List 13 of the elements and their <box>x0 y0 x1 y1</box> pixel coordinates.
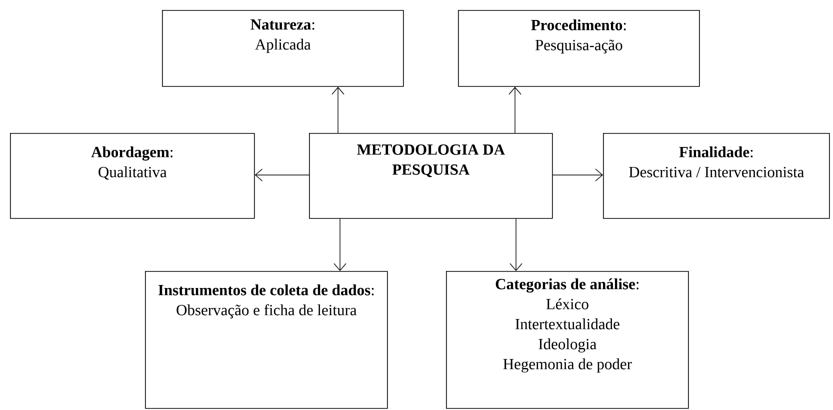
text-box: METODOLOGIA DA PESQUISA <box>309 133 553 219</box>
arrow <box>334 218 346 271</box>
arrow <box>510 218 522 271</box>
text-box: Instrumentos de coleta de dados: Observação e ficha de leitura <box>145 271 388 409</box>
text-box: Abordagem: Qualitativa <box>10 133 255 219</box>
text-box: Procedimento: Pesquisa-ação <box>458 10 700 87</box>
arrow <box>254 168 310 182</box>
text-box: Finalidade: Descritiva / Intervencionista <box>603 133 830 219</box>
arrow <box>552 168 603 182</box>
text-box: Natureza: Aplicada <box>162 10 404 87</box>
arrow <box>332 86 344 134</box>
arrow <box>508 86 522 134</box>
text-box: Categorias de análise: Léxico Intertextualidade Ideologia Hegemonia de poder <box>446 271 689 409</box>
